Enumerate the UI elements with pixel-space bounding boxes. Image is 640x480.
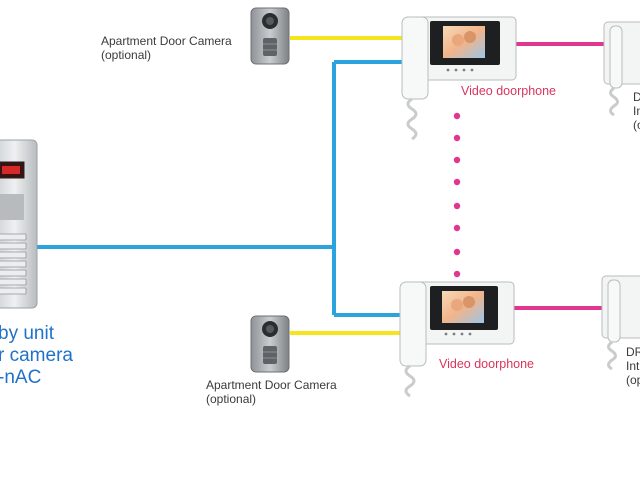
lobby-unit-label-line1: by unit	[0, 323, 54, 344]
apartment-camera-bottom-label: Apartment Door Camera (optional)	[206, 378, 337, 406]
apartment-camera-top	[250, 7, 290, 65]
lobby-unit-label-line3: -nAC	[0, 367, 42, 388]
camera-lines	[290, 36, 404, 335]
intercom-lines	[513, 42, 604, 310]
handset-cord-bottom	[404, 364, 416, 398]
lobby-unit-label: by unit r camera -nAC	[0, 323, 73, 389]
video-bus-lines	[36, 60, 404, 317]
video-doorphone-top	[401, 16, 517, 141]
apartment-camera-top-label-line1: Apartment Door Camera	[101, 34, 232, 48]
video-doorphone-bottom-label: Video doorphone	[439, 357, 534, 371]
lobby-panel	[0, 139, 38, 309]
interphone-bottom	[601, 275, 640, 371]
dotted-link	[453, 112, 461, 278]
video-doorphone-top-label: Video doorphone	[461, 84, 556, 98]
apartment-camera-bottom-label-line1: Apartment Door Camera	[206, 378, 337, 392]
apartment-camera-top-label: Apartment Door Camera (optional)	[101, 34, 232, 62]
interphone-bottom-label-line1: DR	[626, 345, 640, 359]
handset-cord-top	[406, 97, 418, 141]
monitor-screen-bottom	[442, 291, 484, 323]
lobby-unit-label-line2: r camera	[0, 345, 73, 366]
interphone-top-label-line3: (o	[633, 118, 640, 132]
monitor-screen-top	[443, 26, 485, 58]
lobby-speaker-grille	[0, 194, 24, 220]
interphone-bottom-label: DR Int (op	[626, 345, 640, 387]
interphone-top-label: D In (o	[633, 90, 640, 132]
interphone-top-label-line2: In	[633, 104, 640, 118]
interphone-top	[603, 21, 640, 117]
interphone-bottom-label-line3: (op	[626, 373, 640, 387]
apartment-camera-top-label-line2: (optional)	[101, 48, 152, 62]
video-doorphone-bottom	[399, 281, 515, 398]
interphone-bottom-label-line2: Int	[626, 359, 640, 373]
lobby-call-buttons	[0, 233, 27, 295]
interphone-top-label-line1: D	[633, 90, 640, 104]
apartment-camera-bottom	[250, 315, 290, 373]
apartment-camera-bottom-label-line2: (optional)	[206, 392, 257, 406]
